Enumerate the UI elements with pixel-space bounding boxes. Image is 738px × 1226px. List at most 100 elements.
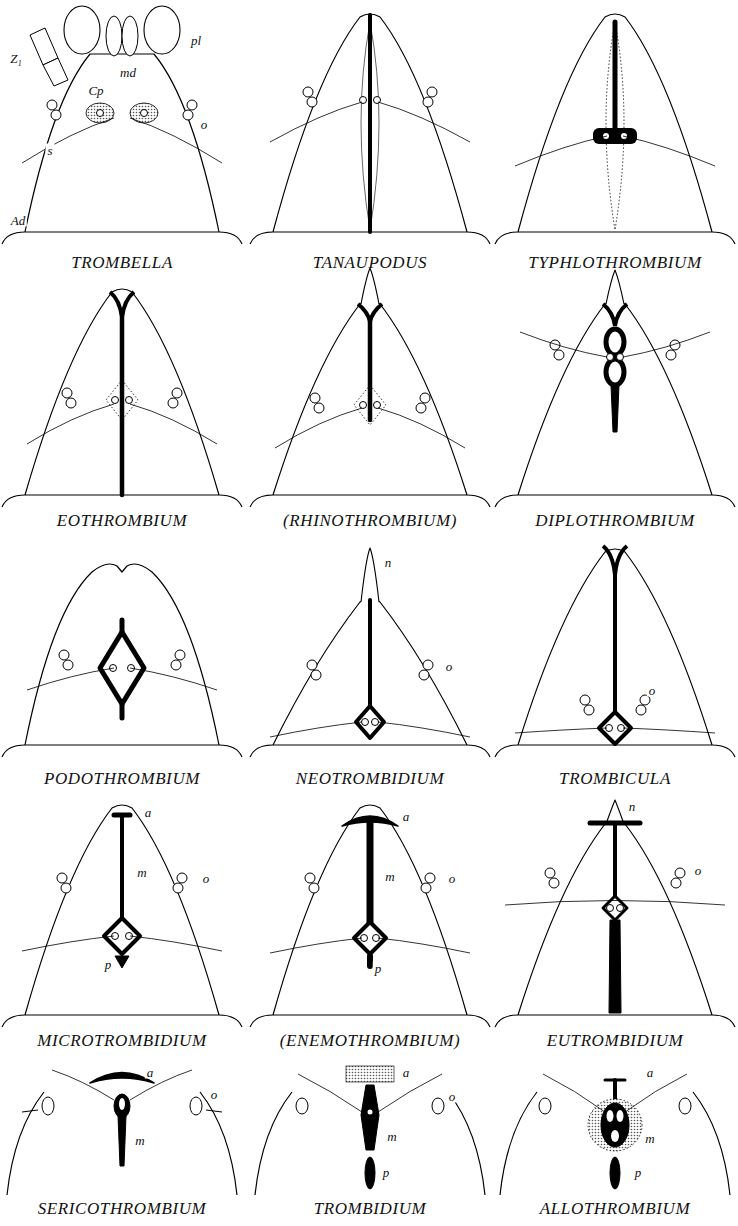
eye — [171, 660, 181, 670]
sensillum — [543, 1074, 687, 1112]
eye — [427, 87, 437, 97]
nasus — [361, 268, 379, 304]
part-letter: p — [381, 1166, 392, 1179]
crista-bar — [613, 823, 617, 900]
crista-fork — [110, 292, 134, 318]
part-letter: a — [645, 1066, 656, 1079]
pore — [617, 354, 624, 361]
eye — [190, 1097, 202, 1115]
eye — [311, 670, 321, 680]
crista-bar — [368, 322, 373, 420]
sensillum — [130, 936, 222, 951]
body-outline — [273, 805, 467, 1015]
crista-posterior — [115, 956, 129, 968]
nasus — [606, 270, 624, 304]
body-outline — [200, 1092, 237, 1195]
body-outline — [500, 1092, 537, 1195]
eye — [57, 873, 67, 883]
eye — [545, 868, 555, 878]
crista-bar — [613, 22, 618, 130]
part-letter: o — [647, 684, 658, 697]
genus-name: PODOTHROMBIUM — [44, 770, 200, 787]
crista-bar — [613, 1080, 617, 1100]
part-letter: m — [133, 1134, 146, 1147]
crista-area — [588, 1099, 642, 1151]
crista-bar — [118, 1116, 126, 1166]
eye — [425, 873, 435, 883]
part-letter: md — [118, 66, 138, 79]
crista-fork — [603, 546, 627, 575]
crista-anterior — [346, 1066, 394, 1082]
part-letter: o — [444, 660, 455, 673]
eye — [420, 393, 430, 403]
eye — [580, 695, 590, 705]
eye — [187, 100, 197, 110]
sensillum — [623, 136, 715, 166]
body-outline — [518, 549, 712, 745]
eye — [309, 883, 319, 893]
part-letter: m — [135, 866, 148, 879]
pore — [607, 1110, 614, 1122]
crista-posterior — [365, 1157, 375, 1189]
body-outline — [25, 805, 219, 1015]
part-letter: n — [383, 556, 394, 569]
part-letter: pl — [189, 34, 203, 47]
eye — [173, 883, 183, 893]
part-letter: Z₁ — [8, 52, 24, 65]
part-letter: p — [633, 1166, 644, 1179]
sensillum — [22, 118, 114, 163]
part-letter: Ad — [9, 214, 27, 227]
eye — [421, 883, 431, 893]
genus-name: TYPHLOTHROMBIUM — [528, 254, 701, 271]
part-letter: m — [383, 870, 396, 883]
body-outline — [518, 14, 712, 232]
eye — [423, 660, 433, 670]
eye — [671, 878, 681, 888]
crista-area — [603, 896, 627, 920]
crista-rim — [606, 22, 624, 230]
part-letter: a — [401, 810, 412, 823]
sensillum — [130, 118, 222, 163]
body-outline — [273, 301, 467, 495]
eye — [666, 350, 676, 360]
body-base — [250, 1015, 490, 1027]
crista-ring — [606, 359, 624, 385]
body-outline — [255, 1092, 292, 1195]
pore — [607, 905, 614, 912]
body-outline — [273, 14, 467, 232]
part-letter: o — [447, 1090, 458, 1103]
eye — [636, 705, 646, 715]
palp — [144, 6, 180, 54]
eye — [307, 660, 317, 670]
pore — [97, 110, 104, 117]
genus-name: TROMBICULA — [559, 770, 671, 787]
pore — [141, 110, 148, 117]
crista-bar — [368, 600, 372, 705]
part-letter: p — [103, 958, 114, 971]
crista-area — [354, 385, 386, 425]
genus-name: SERICOTHROMBIUM — [38, 1200, 207, 1217]
pore — [368, 1110, 373, 1115]
genus-name: TANAUPODUS — [313, 254, 427, 271]
eye — [584, 705, 594, 715]
sensillum — [298, 1074, 442, 1112]
eye — [168, 398, 178, 408]
nasus — [606, 800, 624, 824]
genus-name: ALLOTHROMBIUM — [540, 1200, 690, 1217]
sensillum — [27, 668, 114, 690]
eye — [419, 670, 429, 680]
part-letter: o — [693, 864, 704, 877]
crista-area — [106, 380, 138, 420]
crista-keyhole — [114, 1094, 130, 1118]
pore — [362, 719, 369, 726]
sensillum — [378, 102, 470, 142]
sensillum — [27, 404, 114, 444]
sensillum — [52, 1070, 192, 1100]
eye — [310, 393, 320, 403]
genus-name: (ENEMOTHROMBIUM) — [280, 1032, 461, 1049]
eye — [62, 388, 72, 398]
part-letter: Cp — [86, 84, 105, 97]
body-outline — [7, 1092, 44, 1195]
sensillum — [505, 901, 725, 906]
